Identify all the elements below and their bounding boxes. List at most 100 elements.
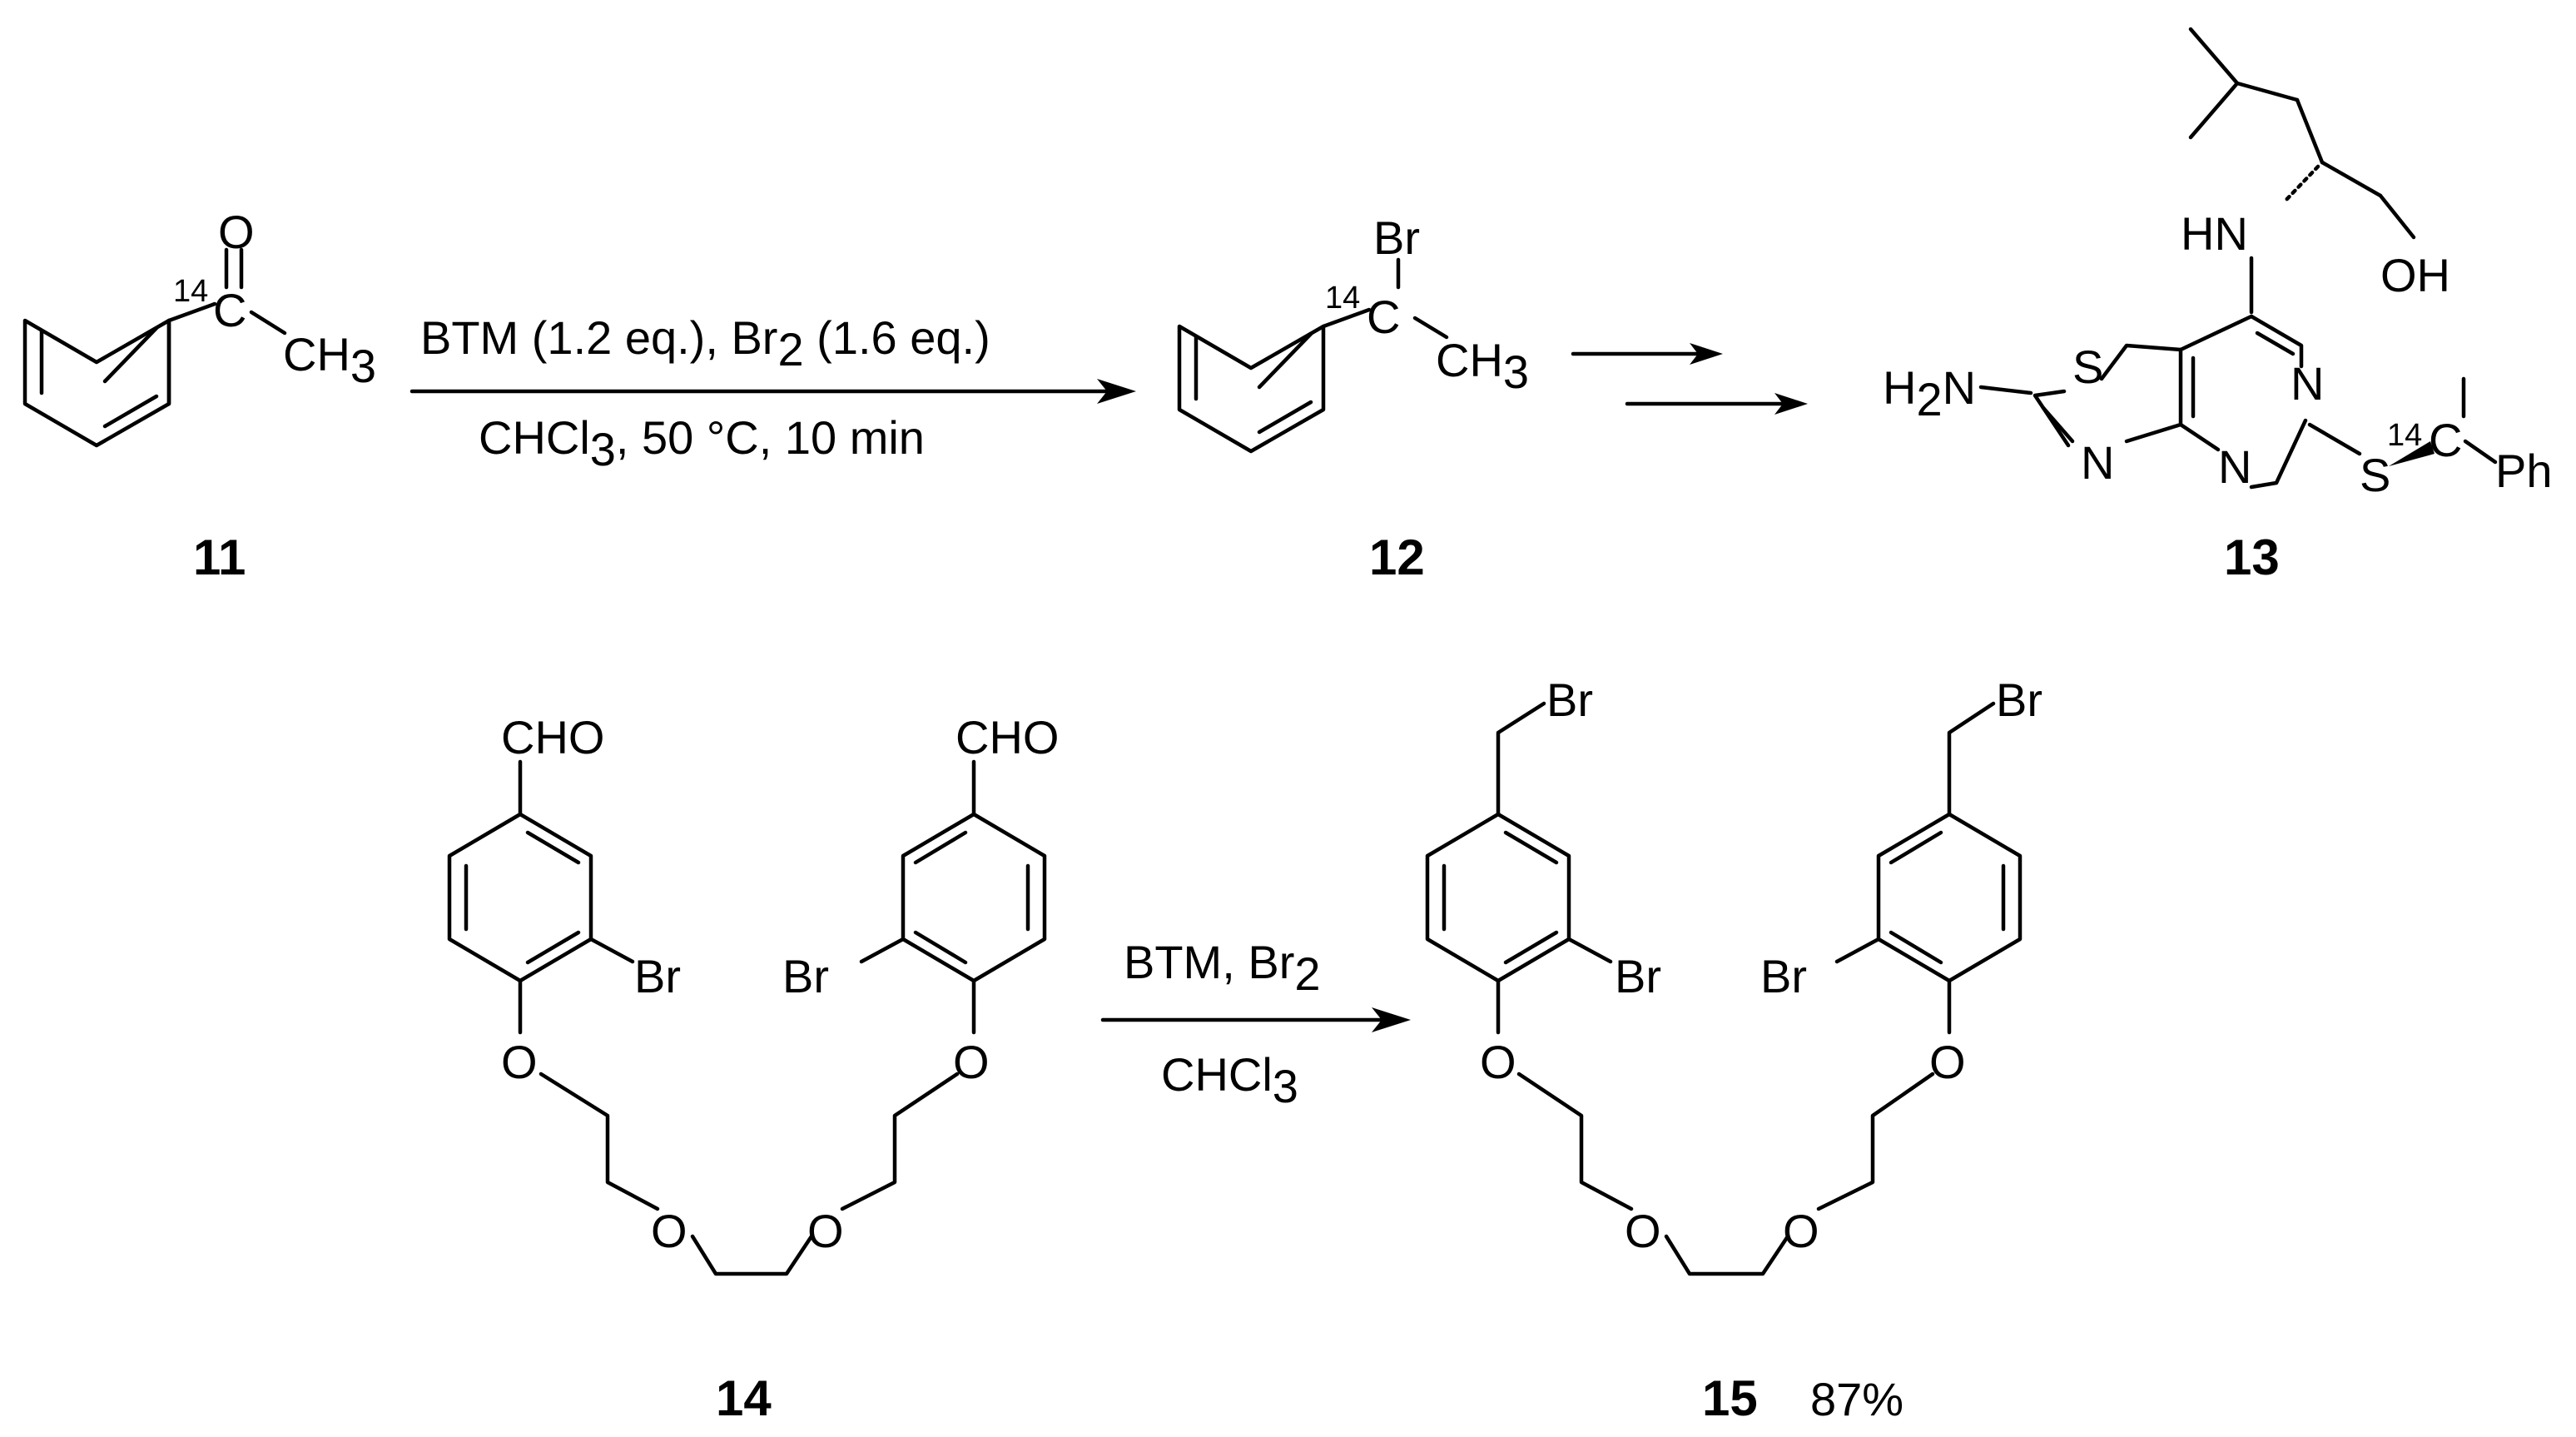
bromine-atom: Br <box>1373 211 1420 264</box>
thiazole-ring <box>2033 389 2071 448</box>
phenyl-bond <box>2463 439 2498 465</box>
oxygen-1: O <box>1480 1036 1516 1088</box>
conditions-line: CHCl3, 50 °C, 10 min <box>479 411 925 475</box>
aromatic-bond <box>1257 400 1313 435</box>
bromine-right: Br <box>782 950 829 1002</box>
compound-14: CHO Br O O O O Br CHO 14 <box>447 711 1059 1426</box>
arrow-head <box>1690 343 1723 365</box>
aromatic-bond <box>1503 930 1559 965</box>
thioether-sulfur: S <box>2360 449 2390 501</box>
compound-label: 14 <box>716 1370 772 1426</box>
oxygen-2: O <box>651 1205 687 1257</box>
bromomethyl-bond <box>1496 701 1546 817</box>
chain-bond <box>2378 193 2416 240</box>
amine-bond <box>1978 385 2033 395</box>
arrow-head <box>1372 1007 1411 1032</box>
polyether-chain <box>539 1072 660 1211</box>
benzene-ring-left <box>1425 812 1571 983</box>
reaction-arrow-2: BTM, Br2 CHCl3 <box>1100 936 1411 1112</box>
compound-11: O 14 C CH3 11 <box>22 206 376 585</box>
compound-label: 15 <box>1702 1370 1758 1426</box>
benzene-ring-left <box>447 812 593 983</box>
reagent-line: BTM, Br2 <box>1124 936 1321 1000</box>
bromine-left: Br <box>1615 950 1661 1002</box>
compound-label: 13 <box>2224 530 2280 585</box>
aromatic-bond <box>102 326 159 384</box>
pyrimidine-nitrogen: N <box>2291 357 2324 410</box>
benzene-ring-right <box>901 812 1047 983</box>
aromatic-bond <box>1889 830 1943 865</box>
bromo-bond <box>1834 937 1881 964</box>
amino-group: H2N <box>1883 361 1976 425</box>
wedge-bond <box>2389 441 2435 466</box>
bromine-left: Br <box>634 950 681 1002</box>
pyrimidine-ring <box>2178 422 2221 452</box>
compound-12: Br 14 C CH3 12 <box>1177 211 1529 585</box>
benzene-ring-right <box>1876 812 2023 983</box>
oxygen-4: O <box>953 1036 990 1088</box>
carbonyl-oxygen: O <box>218 206 255 258</box>
aromatic-bond <box>1889 930 1943 965</box>
aromatic-bond <box>525 830 581 865</box>
oxygen-2: O <box>1625 1205 1661 1257</box>
thiazole-sulfur: S <box>2072 341 2103 393</box>
arrow-head <box>1774 393 1808 415</box>
bromo-bond <box>588 937 635 964</box>
hashed-wedge <box>2282 164 2320 204</box>
polyether-chain <box>1664 1234 1790 1276</box>
oxygen-1: O <box>501 1036 538 1088</box>
oxygen-4: O <box>1929 1036 1966 1088</box>
aromatic-bond <box>525 930 581 965</box>
isobutyl-bond <box>2235 81 2300 102</box>
multistep-arrows <box>1571 343 1808 415</box>
aldehyde-right: CHO <box>955 711 1059 763</box>
pyrimidine-ring <box>2178 314 2254 352</box>
yield: 87% <box>1810 1373 1903 1425</box>
compound-13: HN OH S N N N H2N S 14 C Ph 13 <box>1883 27 2553 585</box>
aromatic-bond <box>1257 331 1313 390</box>
reagent-line: BTM (1.2 eq.), Br2 (1.6 eq.) <box>420 311 990 375</box>
bromomethyl-bond <box>1947 701 1996 817</box>
aromatic-bond <box>1503 830 1559 865</box>
isotope-label: 14 <box>2387 418 2422 453</box>
compound-15: Br Br O O O O Br Br 15 87% <box>1425 674 2042 1426</box>
bromomethyl-right: Br <box>1996 674 2042 726</box>
double-bond-inner <box>2255 331 2296 356</box>
hn-group: HN <box>2181 207 2248 260</box>
polyether-chain <box>840 1072 960 1211</box>
reagent-btm: BTM <box>420 311 519 364</box>
bromo-bond <box>859 937 906 964</box>
reaction-arrow-1: BTM (1.2 eq.), Br2 (1.6 eq.) CHCl3, 50 °… <box>409 311 1136 475</box>
aromatic-bond <box>913 830 968 865</box>
polyether-chain <box>690 1234 814 1276</box>
ring-to-carbonyl-bond <box>166 301 217 323</box>
labelled-carbon: C <box>2429 414 2462 466</box>
chain-bond <box>2320 160 2383 198</box>
bromo-bond <box>1566 937 1613 964</box>
phenyl-group: Ph <box>2495 445 2553 497</box>
bromine-right: Br <box>1760 950 1807 1002</box>
isobutyl-chain <box>2188 27 2240 140</box>
methyl-group: CH3 <box>283 328 376 392</box>
labelled-carbon: C <box>1367 291 1400 343</box>
ring-to-carbon-bond <box>1321 307 1372 329</box>
pyrimidine-ring <box>2249 314 2304 369</box>
compound-label: 11 <box>193 530 246 585</box>
thiazole-ring <box>2099 343 2183 381</box>
polyether-chain <box>1516 1072 1634 1211</box>
solvent-line: CHCl3 <box>1161 1048 1298 1112</box>
thiazole-nitrogen: N <box>2081 436 2114 489</box>
thiazole-ring <box>2124 422 2183 444</box>
aromatic-bond <box>913 930 968 965</box>
benzene-ring <box>1177 324 1326 454</box>
methyl-bond <box>249 310 287 336</box>
aromatic-bond <box>102 394 159 429</box>
reagent-btm: BTM <box>1124 936 1222 988</box>
compound-label: 12 <box>1369 530 1425 585</box>
bromomethyl-left: Br <box>1546 674 1593 726</box>
thioether-bond <box>2307 422 2362 456</box>
pyrimidine-ring <box>2249 418 2308 490</box>
thiazole-double <box>2041 405 2075 444</box>
oxygen-3: O <box>807 1205 844 1257</box>
